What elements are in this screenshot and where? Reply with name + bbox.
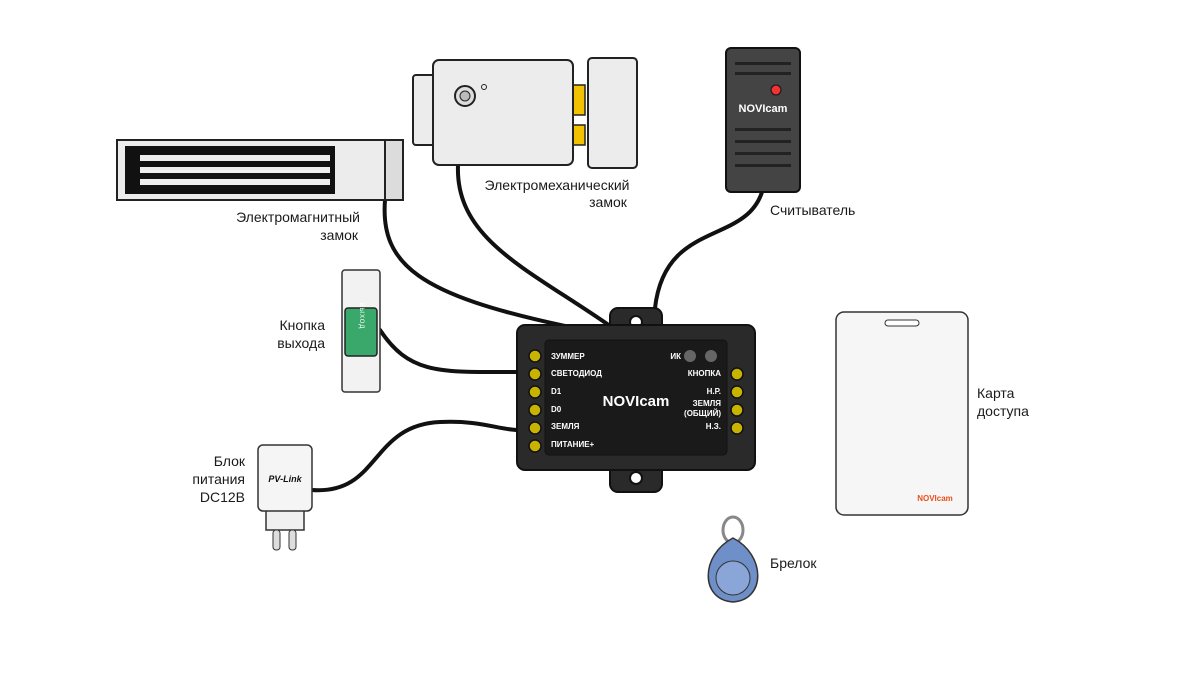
terminal-ground: ЗЕМЛЯ — [551, 422, 580, 431]
card-label-2: доступа — [977, 403, 1029, 419]
terminal-screw — [528, 403, 542, 417]
card-label-1: Карта — [977, 385, 1015, 401]
exit-button-device: ВЫХОД — [341, 269, 381, 393]
exit-button-label-2: выхода — [277, 335, 325, 351]
power-label-1: Блок — [214, 453, 246, 469]
terminal-screw — [528, 421, 542, 435]
terminal-power: ПИТАНИЕ+ — [551, 440, 595, 449]
maglock-label-2: замок — [320, 227, 359, 243]
reader-label: Считыватель — [770, 202, 855, 218]
controller: ИК ЗУММЕР СВЕТОДИОД D1 D0 ЗЕМЛЯ ПИТАНИЕ+… — [516, 307, 756, 493]
keyfob-label: Брелок — [770, 555, 817, 571]
terminal-screw — [730, 421, 744, 435]
terminal-no: Н.Р. — [707, 387, 721, 396]
exit-button-label-1: Кнопка — [280, 317, 326, 333]
exit-button-text: ВЫХОД — [358, 303, 364, 330]
cable-power — [310, 419, 520, 493]
terminal-screw — [730, 385, 744, 399]
terminal-led: СВЕТОДИОД — [551, 369, 602, 378]
terminal-d0: D0 — [551, 405, 562, 414]
terminal-screw — [730, 403, 744, 417]
access-card: NOVIcam — [835, 311, 969, 516]
cables — [310, 163, 764, 493]
terminal-nc: Н.З. — [706, 422, 721, 431]
terminal-screw — [528, 349, 542, 363]
terminal-screw — [528, 367, 542, 381]
terminal-screw — [730, 367, 744, 381]
terminal-screw — [528, 385, 542, 399]
power-supply-logo: PV-Link — [268, 474, 302, 484]
keyfob — [707, 515, 759, 603]
cable-exit-button — [378, 328, 520, 375]
reader-logo: NOVIcam — [739, 103, 788, 115]
power-label-3: DC12B — [200, 489, 245, 505]
left-terminal-screws — [528, 349, 542, 453]
card-logo: NOVIcam — [917, 494, 953, 503]
electromech-lock-label-2: замок — [589, 194, 628, 210]
terminal-common-1: ЗЕМЛЯ — [693, 399, 722, 408]
power-label-2: питания — [192, 471, 245, 487]
ir-label: ИК — [670, 352, 681, 361]
terminal-d1: D1 — [551, 387, 562, 396]
terminal-screw — [528, 439, 542, 453]
electromechanical-lock — [412, 57, 638, 169]
electromagnetic-lock — [116, 139, 404, 201]
controller-logo: NOVIcam — [603, 393, 670, 410]
electromech-lock-label-1: Электромеханический — [485, 177, 630, 193]
cable-reader — [653, 190, 764, 310]
right-terminal-screws — [730, 367, 744, 435]
card-reader: NOVIcam — [725, 47, 801, 193]
cable-electromech-lock — [455, 163, 612, 328]
terminal-button: КНОПКА — [688, 369, 722, 378]
maglock-label-1: Электромагнитный — [236, 209, 360, 225]
cable-maglock — [382, 198, 567, 328]
terminal-buzzer: ЗУММЕР — [551, 352, 585, 361]
terminal-common-2: (ОБЩИЙ) — [684, 409, 721, 418]
power-supply: PV-Link — [257, 444, 313, 551]
